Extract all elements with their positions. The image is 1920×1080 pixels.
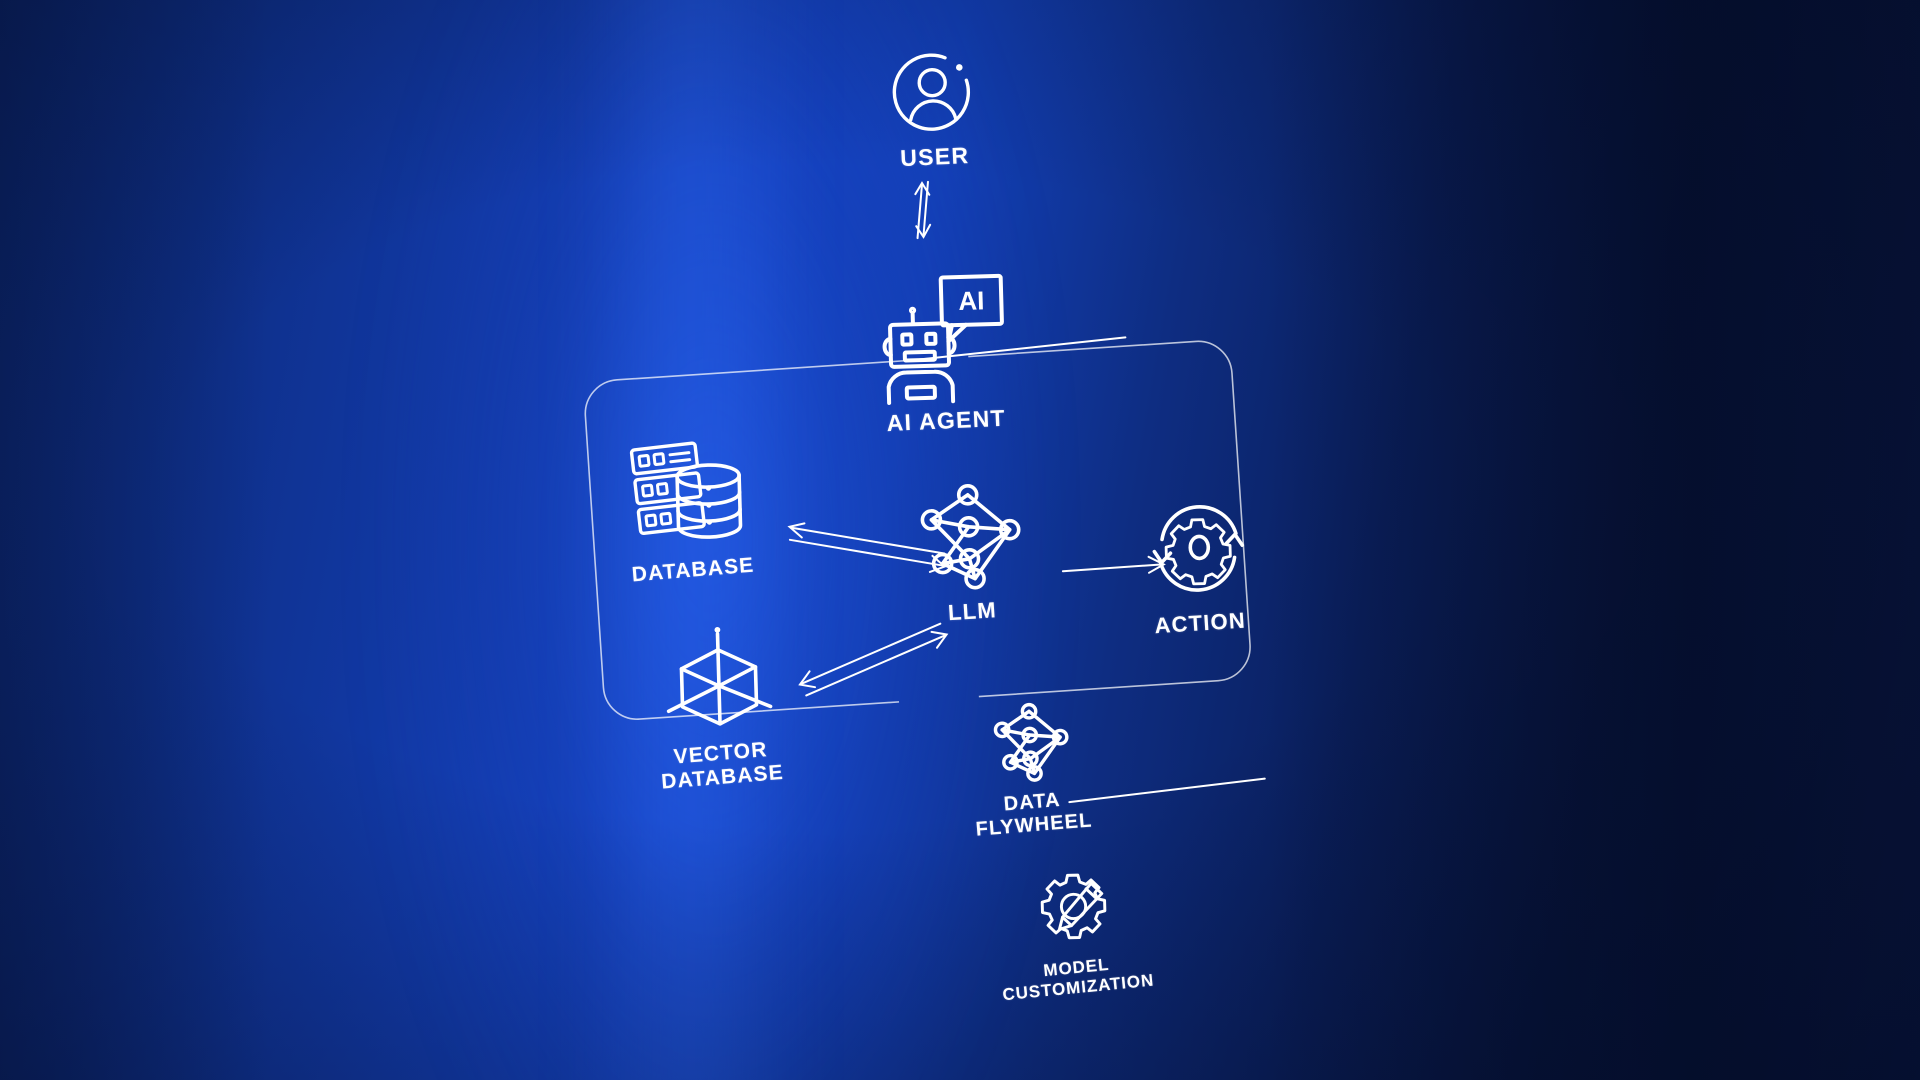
background-glow [384,0,1037,1080]
node-label-vector-database: VECTOR DATABASE [659,738,785,795]
arrow-llm-action [1060,550,1171,579]
node-llm[interactable]: LLM [898,477,1042,626]
node-model-customization[interactable]: MODEL CUSTOMIZATION [984,867,1167,1004]
node-data-flywheel[interactable]: DATA FLYWHEEL [954,697,1108,841]
node-user[interactable]: USER [866,48,999,172]
vector-cube-icon [658,618,779,733]
node-label-data-flywheel: DATA FLYWHEEL [974,788,1093,841]
connector-agent-to-box [909,334,1131,364]
connector-flywheel-to-box [1068,775,1270,807]
robot-ai-icon: AI [879,272,1011,405]
node-label-ai-agent: AI AGENT [886,404,1007,437]
node-label-llm: LLM [946,597,998,626]
background-left-shade [0,0,269,1080]
background-right-shade [1267,0,1920,1080]
gear-refresh-icon [1143,493,1254,604]
gear-pencil-icon [1035,869,1115,949]
node-action[interactable]: ACTION [1127,492,1271,639]
arrow-vectordb-llm [792,621,954,701]
server-database-icon [629,437,752,550]
agent-boundary-box [577,333,1259,728]
arrow-user-agent [902,179,944,240]
node-label-user: USER [899,142,970,172]
speech-bubble-text: AI [958,285,985,316]
node-ai-agent[interactable]: AI [863,271,1027,436]
user-circle-icon [888,48,976,136]
neural-network-icon [910,477,1029,590]
neural-network-icon [986,698,1074,782]
background-light-streak [576,0,807,1080]
node-label-model-customization: MODEL CUSTOMIZATION [1001,954,1155,1005]
node-database[interactable]: DATABASE [609,436,773,586]
node-vector-database[interactable]: VECTOR DATABASE [632,618,807,795]
node-label-action: ACTION [1153,607,1247,639]
